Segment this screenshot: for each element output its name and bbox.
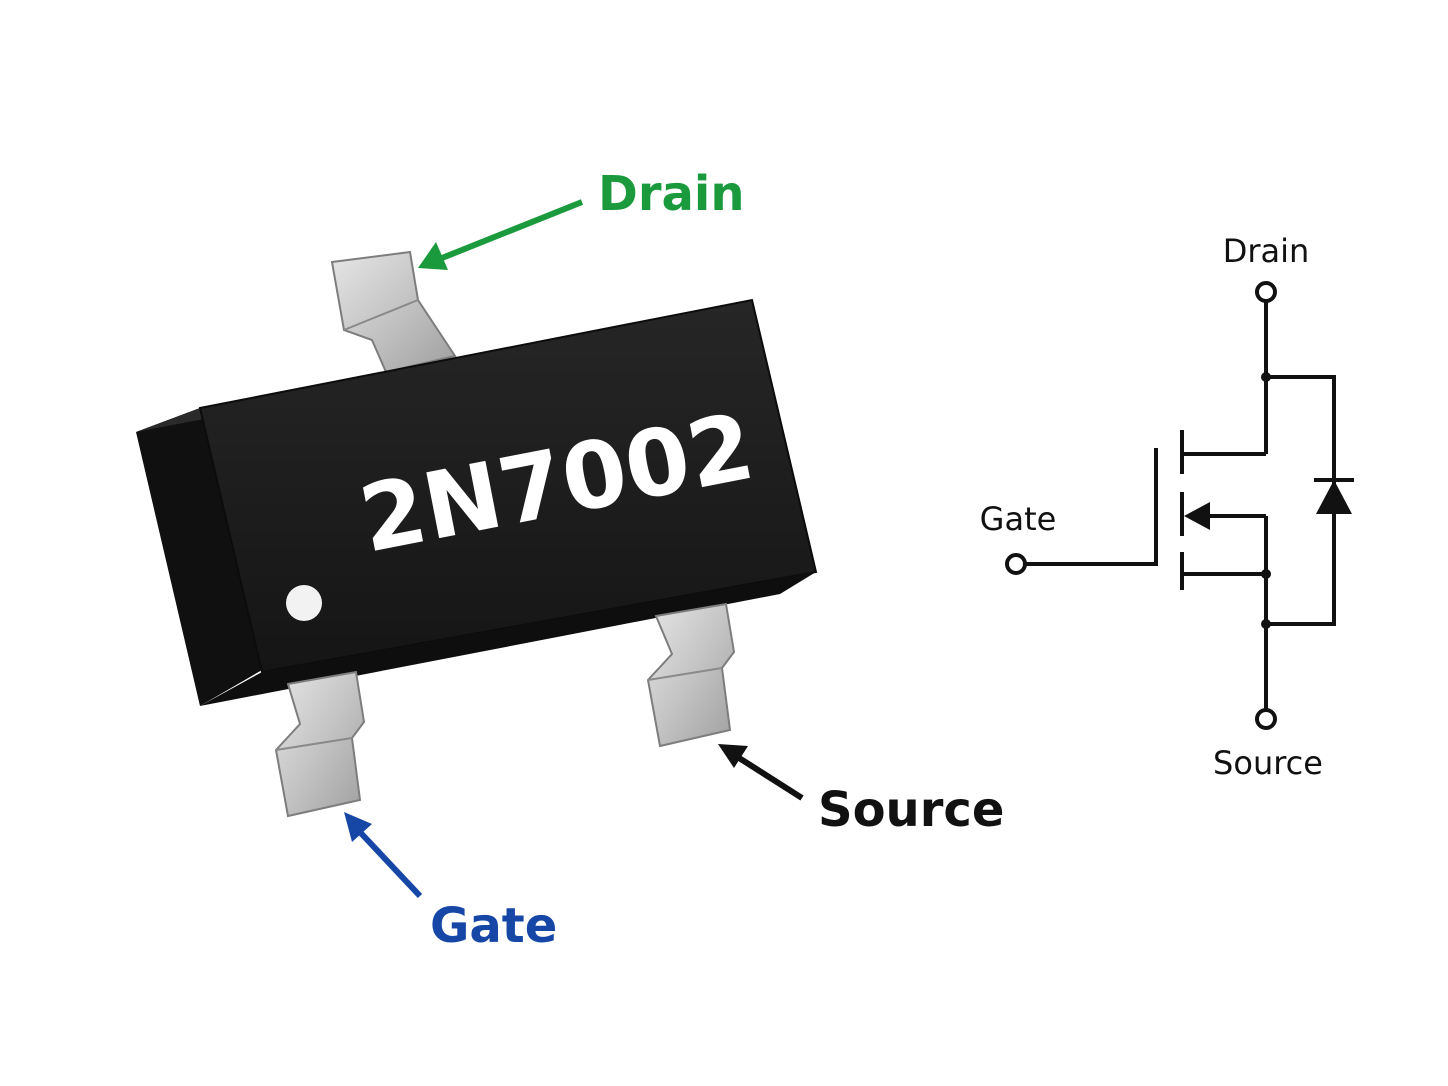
schematic-gate-label: Gate (980, 500, 1057, 538)
gate-lead (274, 670, 366, 818)
body-diode-icon (1316, 480, 1352, 514)
drain-arrow-head (418, 242, 448, 270)
body-arrow-icon (1184, 502, 1210, 530)
pin1-marker-dot (286, 585, 322, 621)
source-lead (646, 602, 736, 748)
source-terminal (1255, 708, 1277, 730)
gate-callout: Gate (344, 812, 557, 954)
drain-terminal (1255, 281, 1277, 303)
gate-arrow-head (344, 812, 372, 842)
source-callout: Source (718, 744, 1004, 838)
source-arrow-head (718, 744, 748, 768)
drain-arrow (440, 199, 584, 261)
junction-dot-mid (1261, 569, 1271, 579)
drain-callout: Drain (418, 166, 745, 270)
schematic-source-label: Source (1213, 744, 1323, 782)
gate-callout-label: Gate (430, 898, 557, 954)
mosfet-schematic (1005, 281, 1354, 730)
drain-lead (330, 250, 457, 374)
source-arrow (734, 753, 804, 801)
source-callout-label: Source (818, 782, 1004, 838)
drain-callout-label: Drain (598, 166, 745, 222)
schematic-drain-label: Drain (1223, 232, 1310, 270)
package-body-side (136, 408, 262, 706)
sot23-package: 2N7002 (136, 250, 818, 818)
gate-arrow (355, 827, 423, 899)
gate-terminal (1005, 553, 1027, 575)
